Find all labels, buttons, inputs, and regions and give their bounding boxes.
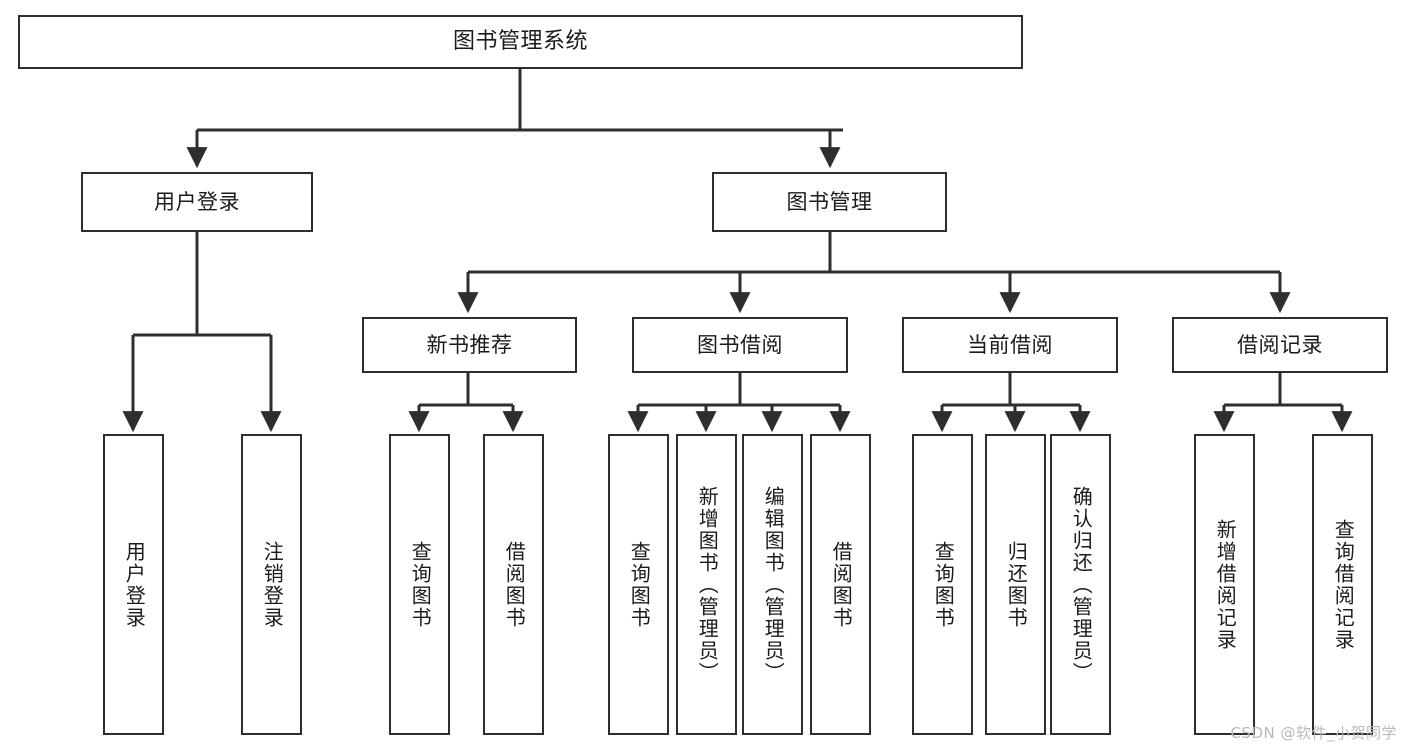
node-label: 用户登录 xyxy=(122,540,147,629)
node-borrow-record[interactable]: 借阅记录 xyxy=(1172,317,1388,373)
node-label: 查询图书 xyxy=(627,540,652,629)
node-leaf-query-record[interactable]: 查询借阅记录 xyxy=(1312,434,1373,735)
node-leaf-add-record[interactable]: 新增借阅记录 xyxy=(1194,434,1255,735)
node-label: 注销登录 xyxy=(260,540,285,629)
node-label: 新书推荐 xyxy=(426,332,513,357)
node-leaf-add-book[interactable]: 新增图书（管理员） xyxy=(676,434,737,735)
node-label: 借阅记录 xyxy=(1237,332,1323,357)
node-label: 用户登录 xyxy=(154,189,240,214)
node-user-login[interactable]: 用户登录 xyxy=(81,172,313,232)
node-leaf-confirm-return[interactable]: 确认归还（管理员） xyxy=(1050,434,1111,735)
node-leaf-user-login[interactable]: 用户登录 xyxy=(103,434,164,735)
node-leaf-query-book-3[interactable]: 查询图书 xyxy=(912,434,973,735)
node-leaf-borrow-book-2[interactable]: 借阅图书 xyxy=(810,434,871,735)
node-label: 当前借阅 xyxy=(967,332,1053,357)
node-label: 图书借阅 xyxy=(697,332,783,357)
node-label: 查询借阅记录 xyxy=(1331,518,1356,651)
node-label: 编辑图书（管理员） xyxy=(761,485,786,684)
node-label: 新增借阅记录 xyxy=(1213,518,1238,651)
node-label: 借阅图书 xyxy=(829,540,854,629)
node-current-borrow[interactable]: 当前借阅 xyxy=(902,317,1118,373)
node-label: 图书管理系统 xyxy=(452,29,588,55)
node-label: 新增图书（管理员） xyxy=(695,485,720,684)
node-leaf-logout[interactable]: 注销登录 xyxy=(241,434,302,735)
node-leaf-return-book[interactable]: 归还图书 xyxy=(985,434,1046,735)
node-leaf-query-book-2[interactable]: 查询图书 xyxy=(608,434,669,735)
node-label: 确认归还（管理员） xyxy=(1069,485,1094,684)
node-root-system[interactable]: 图书管理系统 xyxy=(18,15,1023,69)
node-leaf-query-book-1[interactable]: 查询图书 xyxy=(389,434,450,735)
node-label: 借阅图书 xyxy=(502,540,527,629)
node-label: 查询图书 xyxy=(931,540,956,629)
node-leaf-edit-book[interactable]: 编辑图书（管理员） xyxy=(742,434,803,735)
node-label: 图书管理 xyxy=(786,189,873,214)
node-leaf-borrow-book-1[interactable]: 借阅图书 xyxy=(483,434,544,735)
node-new-book-recommend[interactable]: 新书推荐 xyxy=(362,317,577,373)
csdn-watermark: CSDN @软件_小贺同学 xyxy=(1230,724,1397,742)
node-label: 归还图书 xyxy=(1004,540,1029,629)
node-label: 查询图书 xyxy=(408,540,433,629)
node-book-borrow[interactable]: 图书借阅 xyxy=(632,317,848,373)
node-book-manage[interactable]: 图书管理 xyxy=(712,172,947,232)
